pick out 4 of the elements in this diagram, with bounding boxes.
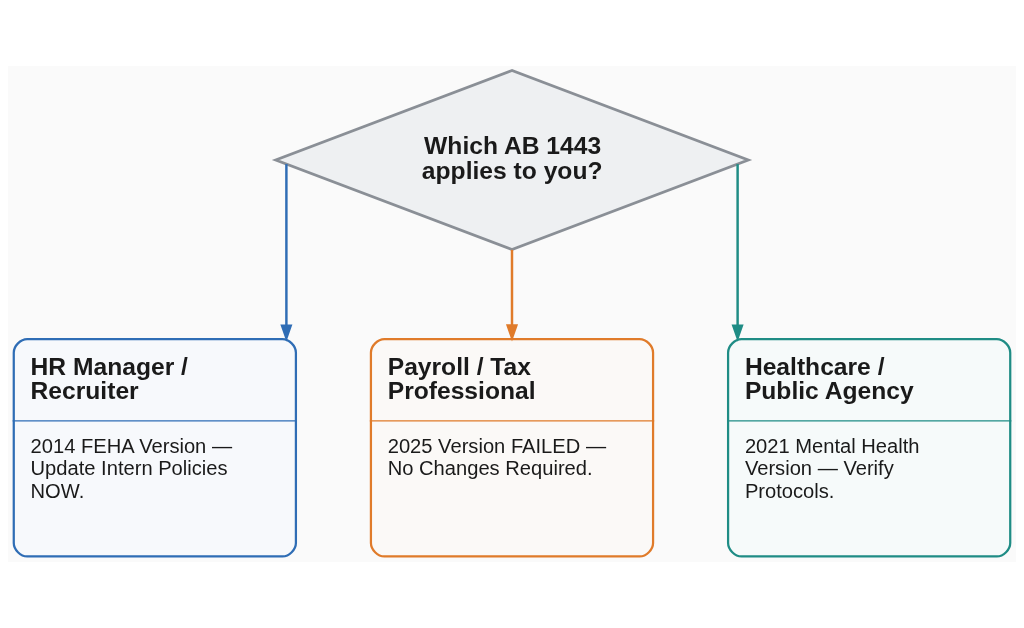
- node-diamond: Which AB 1443 applies to you?: [271, 69, 753, 252]
- arrow: [280, 164, 293, 342]
- arrow: [731, 164, 744, 342]
- arrow: [505, 249, 519, 342]
